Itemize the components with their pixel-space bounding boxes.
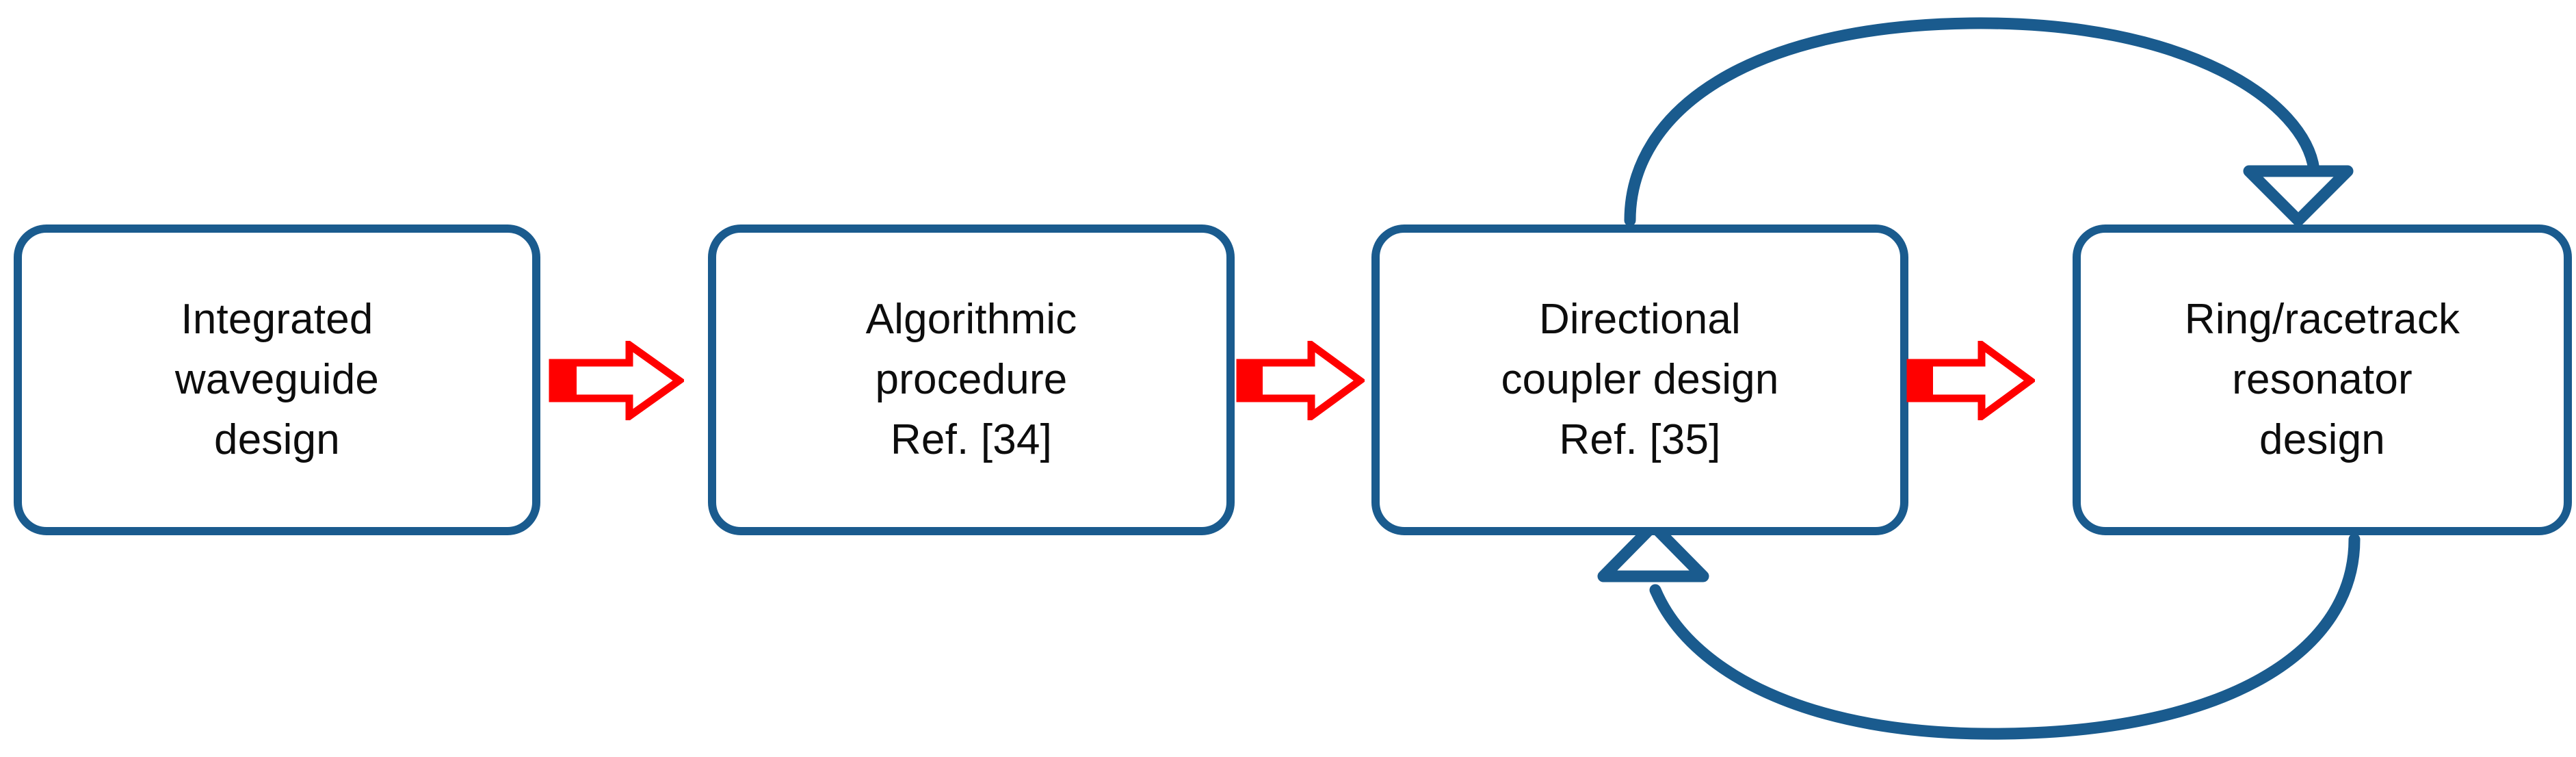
red-block-arrow-icon	[1906, 341, 2035, 420]
node-integrated-waveguide-design[interactable]: Integrated waveguide design	[14, 224, 540, 535]
node-algorithmic-procedure[interactable]: Algorithmic procedure Ref. [34]	[708, 224, 1235, 535]
node-label-line: Directional	[1538, 295, 1742, 343]
node-directional-coupler-design[interactable]: Directional coupler design Ref. [35]	[1371, 224, 1908, 535]
bottom-curved-arrow-path	[1649, 533, 2361, 740]
node-label-line: procedure	[875, 355, 1068, 403]
red-block-arrow-icon	[549, 341, 684, 420]
node-label-line: design	[214, 416, 340, 464]
red-block-arrow-tail-block	[549, 359, 577, 402]
top-curved-arrow	[1624, 17, 2354, 227]
node-label-line: design	[2259, 416, 2385, 464]
node-label-line: waveguide	[174, 355, 380, 403]
node-label-line: coupler design	[1501, 355, 1779, 403]
node-label-line: Ring/racetrack	[2184, 295, 2460, 343]
node-label-line: Algorithmic	[865, 295, 1077, 343]
bottom-curved-arrow	[1597, 519, 2361, 740]
red-block-arrow-icon	[1236, 341, 1365, 420]
top-curved-arrow-path	[1624, 17, 2320, 227]
top-curved-arrow-head-icon	[2243, 165, 2354, 227]
red-block-arrow-tail-block	[1907, 359, 1933, 402]
node-ring-racetrack-resonator-design[interactable]: Ring/racetrack resonator design	[2073, 224, 2572, 535]
node-label-line: Ref. [34]	[890, 416, 1053, 464]
node-label-line: Ref. [35]	[1559, 416, 1721, 464]
red-block-arrow-tail-block	[1237, 359, 1263, 402]
node-label-line: resonator	[2232, 355, 2413, 403]
node-label-line: Integrated	[181, 295, 373, 343]
bottom-curved-arrow-head-icon	[1597, 519, 1709, 582]
